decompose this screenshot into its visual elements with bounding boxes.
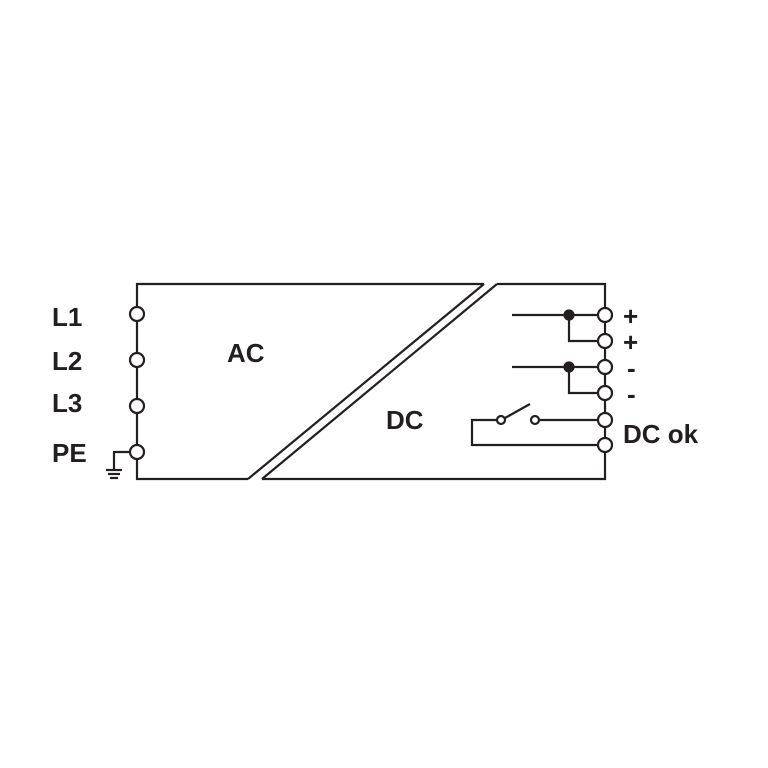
label-plus-1: + (623, 301, 639, 331)
terminal-plus-1 (596, 306, 614, 324)
output-wiring (512, 309, 598, 395)
switch-lever (504, 403, 531, 419)
terminal-l3 (128, 397, 146, 415)
label-pe: PE (52, 438, 87, 468)
housing-outline (135, 282, 607, 481)
terminal-l2 (128, 351, 146, 369)
label-l1: L1 (52, 302, 83, 332)
terminal-pe (128, 443, 146, 461)
junction-dot (563, 361, 575, 373)
label-minus-2: - (627, 379, 636, 409)
label-dc-ok: DC ok (623, 419, 699, 449)
terminal-l1 (128, 305, 146, 323)
pe-ground (106, 450, 130, 480)
label-l3: L3 (52, 388, 83, 418)
terminal-minus-2 (596, 384, 614, 402)
ac-dc-divider-line (247, 283, 485, 480)
label-ac: AC (227, 338, 265, 368)
label-plus-2: + (623, 327, 639, 357)
terminal-dc-ok-2 (596, 436, 614, 454)
terminal-minus-1 (596, 358, 614, 376)
label-dc: DC (386, 405, 424, 435)
ac-dc-divider-line (261, 283, 498, 480)
dc-ok-relay-contact (470, 403, 598, 447)
terminals (128, 305, 614, 461)
terminal-plus-2 (596, 332, 614, 350)
junction-dot (563, 309, 575, 321)
terminal-dc-ok-1 (596, 411, 614, 429)
label-l2: L2 (52, 346, 83, 376)
label-minus-1: - (627, 353, 636, 383)
